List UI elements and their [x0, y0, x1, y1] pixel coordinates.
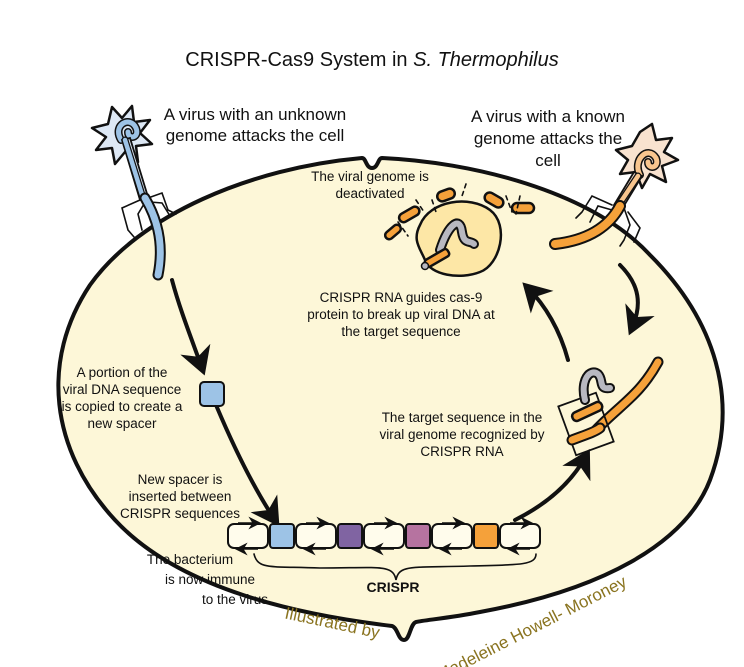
arrow-to-recognition	[513, 448, 591, 522]
svg-text:CRISPR RNA: CRISPR RNA	[420, 444, 503, 459]
svg-text:CRISPR sequences: CRISPR sequences	[120, 506, 240, 521]
label-inserted: New spacer is inserted between CRISPR se…	[120, 472, 240, 521]
label-deactivated: The viral genome is deactivated	[311, 169, 429, 201]
crispr-spacer-spacer-mauve	[405, 523, 431, 549]
svg-text:A portion of the: A portion of the	[77, 365, 168, 380]
crispr-repeat	[499, 516, 541, 556]
svg-text:cell: cell	[535, 151, 561, 170]
svg-text:The target sequence in the: The target sequence in the	[382, 410, 543, 425]
label-immune: The bacterium is now immune to the virus	[147, 552, 268, 607]
svg-text:The viral genome is: The viral genome is	[311, 169, 429, 184]
svg-text:genome attacks the: genome attacks the	[474, 129, 622, 148]
crispr-repeat	[295, 516, 337, 556]
label-guides: CRISPR RNA guides cas-9 protein to break…	[307, 290, 495, 339]
arrow-to-array	[214, 403, 280, 527]
svg-text:the target sequence: the target sequence	[341, 324, 460, 339]
crispr-repeat	[363, 516, 405, 556]
svg-text:to the virus: to the virus	[202, 592, 268, 607]
deactivated-genome	[383, 183, 536, 278]
label-target: The target sequence in the viral genome …	[379, 410, 544, 459]
label-unknown-virus: A virus with an unknown genome attacks t…	[164, 105, 346, 145]
diagram-title: CRISPR-Cas9 System in S. Thermophilus	[185, 49, 558, 71]
crispr-spacer-spacer-orange	[473, 523, 499, 549]
svg-text:new spacer: new spacer	[87, 416, 157, 431]
svg-text:inserted between: inserted between	[129, 489, 232, 504]
svg-text:CRISPR RNA guides cas-9: CRISPR RNA guides cas-9	[320, 290, 483, 305]
svg-text:A virus with an unknown: A virus with an unknown	[164, 105, 346, 124]
arrow-known-virus-entry	[618, 263, 655, 336]
crispr-repeat	[227, 516, 269, 556]
label-portion: A portion of the viral DNA sequence is c…	[62, 365, 183, 431]
bacterial-cell	[56, 155, 725, 643]
arrow-to-deactivation	[522, 282, 570, 362]
svg-text:New spacer is: New spacer is	[138, 472, 223, 487]
svg-text:protein to break up viral DNA: protein to break up viral DNA at	[307, 307, 495, 322]
copied-spacer	[199, 381, 225, 407]
svg-text:viral genome recognized by: viral genome recognized by	[379, 427, 544, 442]
target-recognition-complex	[557, 356, 664, 457]
unknown-virus	[90, 104, 177, 281]
svg-text:deactivated: deactivated	[335, 186, 404, 201]
label-known-virus: A virus with a known genome attacks the …	[471, 107, 625, 170]
crispr-spacer-spacer-purple	[337, 523, 363, 549]
svg-text:The bacterium: The bacterium	[147, 552, 233, 567]
arrow-to-spacer	[170, 278, 211, 376]
svg-text:is copied to create a: is copied to create a	[62, 399, 183, 414]
known-virus	[549, 122, 680, 250]
label-crispr: CRISPR	[367, 579, 420, 595]
crispr-spacer-new-spacer	[269, 523, 295, 549]
svg-text:is now immune: is now immune	[165, 572, 255, 587]
svg-text:A virus with a known: A virus with a known	[471, 107, 625, 126]
crispr-array	[227, 516, 541, 556]
crispr-brace	[253, 553, 537, 581]
crispr-repeat	[431, 516, 473, 556]
svg-text:genome attacks the cell: genome attacks the cell	[166, 126, 345, 145]
svg-text:viral DNA sequence: viral DNA sequence	[63, 382, 182, 397]
